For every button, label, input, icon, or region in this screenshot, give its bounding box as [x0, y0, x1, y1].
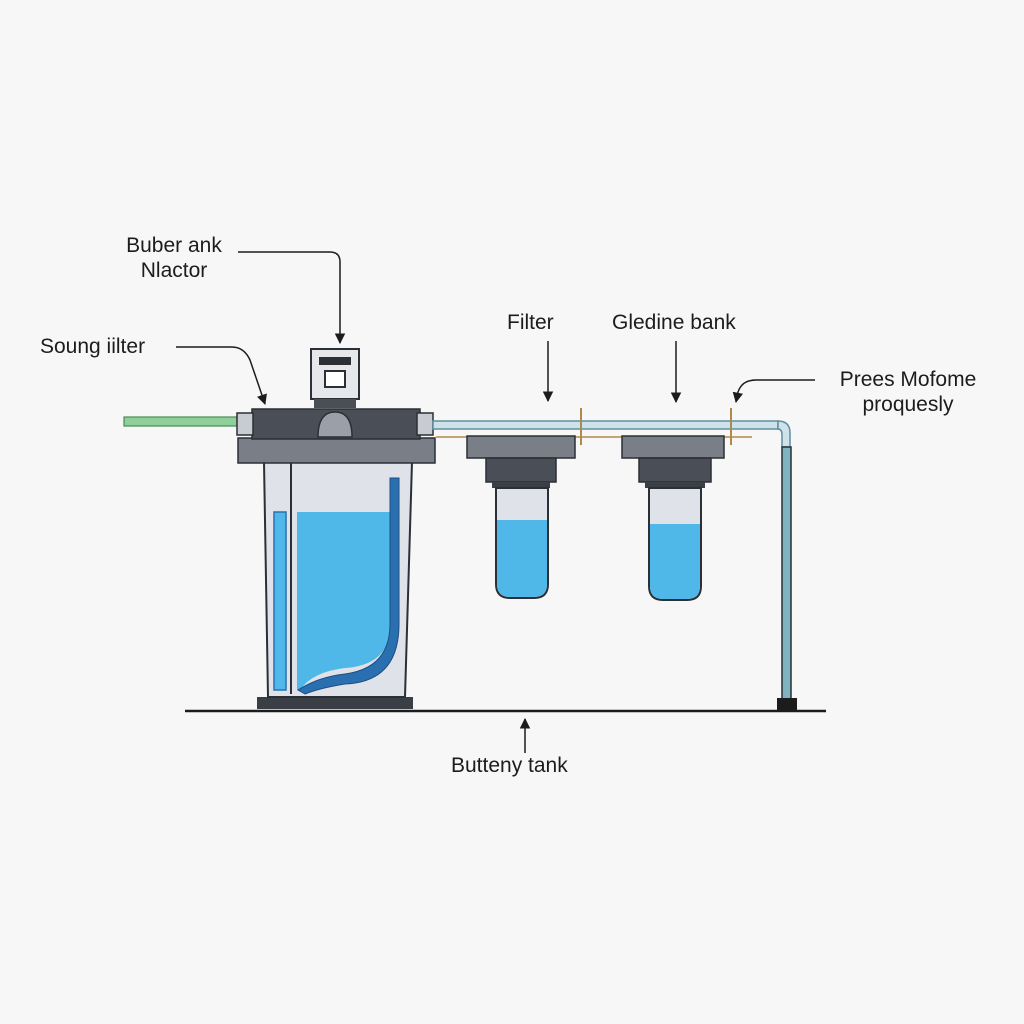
leader-prees-mofome — [732, 379, 815, 404]
filter-housing-2 — [621, 435, 725, 601]
label-prees-mofome-line1: Prees Mofome — [839, 368, 977, 391]
filter-water-2 — [650, 524, 700, 599]
leader-soung-filter — [176, 346, 267, 405]
label-buber-tank-line2: Nlactor — [140, 259, 208, 282]
leader-buber-tank — [238, 251, 346, 345]
filter-housing-1 — [466, 435, 576, 599]
filter-water-1 — [497, 520, 547, 597]
tank-water-main — [297, 512, 392, 690]
tank-return-pipe — [297, 477, 400, 695]
main-tank — [236, 408, 436, 709]
label-filter: Filter — [507, 311, 554, 334]
label-buber-tank-line1: Buber ank — [126, 234, 222, 257]
tank-water-left — [273, 511, 287, 691]
label-prees-mofome: Prees Mofome proquesly — [820, 367, 996, 417]
pump-controller-icon — [310, 348, 360, 408]
label-buber-tank: Buber ank Nlactor — [112, 233, 236, 283]
label-gledine-bank: Gledine bank — [612, 311, 736, 334]
inlet-pipe — [123, 416, 241, 427]
label-prees-mofome-line2: proquesly — [862, 393, 954, 416]
label-soung-filter: Soung iilter — [40, 335, 146, 358]
drop-pipe — [781, 446, 792, 700]
label-butteny-tank: Butteny tank — [451, 754, 568, 777]
